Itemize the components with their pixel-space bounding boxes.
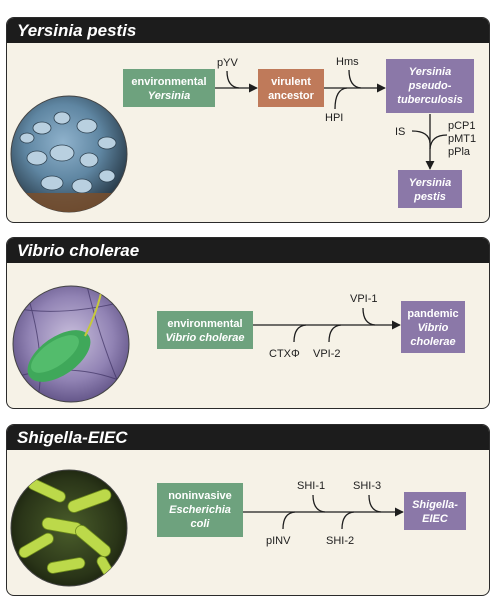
branch-is [411,130,431,144]
micrograph-yersinia [10,95,128,213]
node-pandemic-vibrio: pandemic Vibrio cholerae [401,301,465,353]
shigella-diagram: noninvasive Escherichia coli Shigella- E… [10,469,466,587]
node-vibrio-env-line2: Vibrio cholerae [165,332,244,344]
label-vpi1: VPI-1 [350,293,378,305]
branch-pyv [226,70,240,89]
label-shi1: SHI-1 [297,480,325,492]
node-pandemic-line3: cholerae [410,336,455,348]
node-env-line1: environmental [131,76,206,88]
node-pandemic-line2: Vibrio [418,322,449,334]
branch-shi2 [341,511,355,530]
label-pcp1: pCP1 [448,120,476,132]
branch-shi1 [312,494,326,513]
branch-plasmids [429,134,448,150]
label-pmt1: pMT1 [448,133,476,145]
label-pinv: pINV [266,535,291,547]
node-noninvasive-ecoli: noninvasive Escherichia coli [157,483,243,537]
node-anc-line2: ancestor [268,90,315,102]
node-ecoli-line2: Escherichia [169,504,231,516]
node-environmental-yersinia: environmental Yersinia [123,69,215,107]
node-shigella-line1: Shigella- [412,499,458,511]
node-virulent-ancestor: virulent ancestor [258,69,324,107]
label-ctx: CTXΦ [269,348,300,360]
node-pseudo-line2: pseudo- [408,80,452,92]
branch-vpi1 [362,307,376,326]
node-anc-line1: virulent [271,76,311,88]
micrograph-vibrio [12,285,130,403]
label-hms: Hms [336,56,359,68]
node-shigella-eiec: Shigella- EIEC [404,492,466,530]
branch-pinv [282,511,296,530]
vibrio-diagram: environmental Vibrio cholerae pandemic V… [12,285,465,403]
label-shi3: SHI-3 [353,480,381,492]
arrows-vibrio [253,307,401,343]
panel-vibrio: Vibrio cholerae [6,237,490,409]
branch-ctx [293,324,307,343]
branch-hms [348,69,362,89]
label-pyv: pYV [217,57,238,69]
node-pseudo-line3: tuberculosis [397,94,462,106]
yersinia-diagram: environmental Yersinia virulent ancestor… [10,56,476,213]
panel-shigella: Shigella- EIEC [6,424,490,596]
label-is: IS [395,126,405,138]
node-environmental-vibrio: environmental Vibrio cholerae [157,311,253,349]
node-yersinia-pseudotuberculosis: Yersinia pseudo- tuberculosis [386,59,474,113]
micrograph-shigella [10,469,128,587]
label-hpi: HPI [325,112,343,124]
node-vibrio-env-line1: environmental [167,318,242,330]
node-env-line2: Yersinia [148,90,190,102]
node-ecoli-line1: noninvasive [168,490,232,502]
branch-shi3 [368,494,382,513]
panel-title-shigella: Shigella-EIEC [7,425,489,450]
arrows-shigella [243,494,404,530]
node-pestis-line2: pestis [413,191,446,203]
panel-yersinia: Yersinia pestis [6,17,490,223]
branch-vpi2 [328,324,342,343]
arrows-yersinia [215,69,448,170]
node-yersinia-pestis: Yersinia pestis [398,170,462,208]
branch-hpi [334,87,348,110]
label-ppla: pPla [448,146,471,158]
node-pestis-line1: Yersinia [409,177,451,189]
panel-title-vibrio: Vibrio cholerae [7,238,489,263]
node-ecoli-line3: coli [191,518,211,530]
node-pandemic-line1: pandemic [407,308,458,320]
panel-title-yersinia: Yersinia pestis [7,18,489,43]
node-shigella-line2: EIEC [422,513,449,525]
label-shi2: SHI-2 [326,535,354,547]
label-vpi2: VPI-2 [313,348,341,360]
node-pseudo-line1: Yersinia [409,66,451,78]
